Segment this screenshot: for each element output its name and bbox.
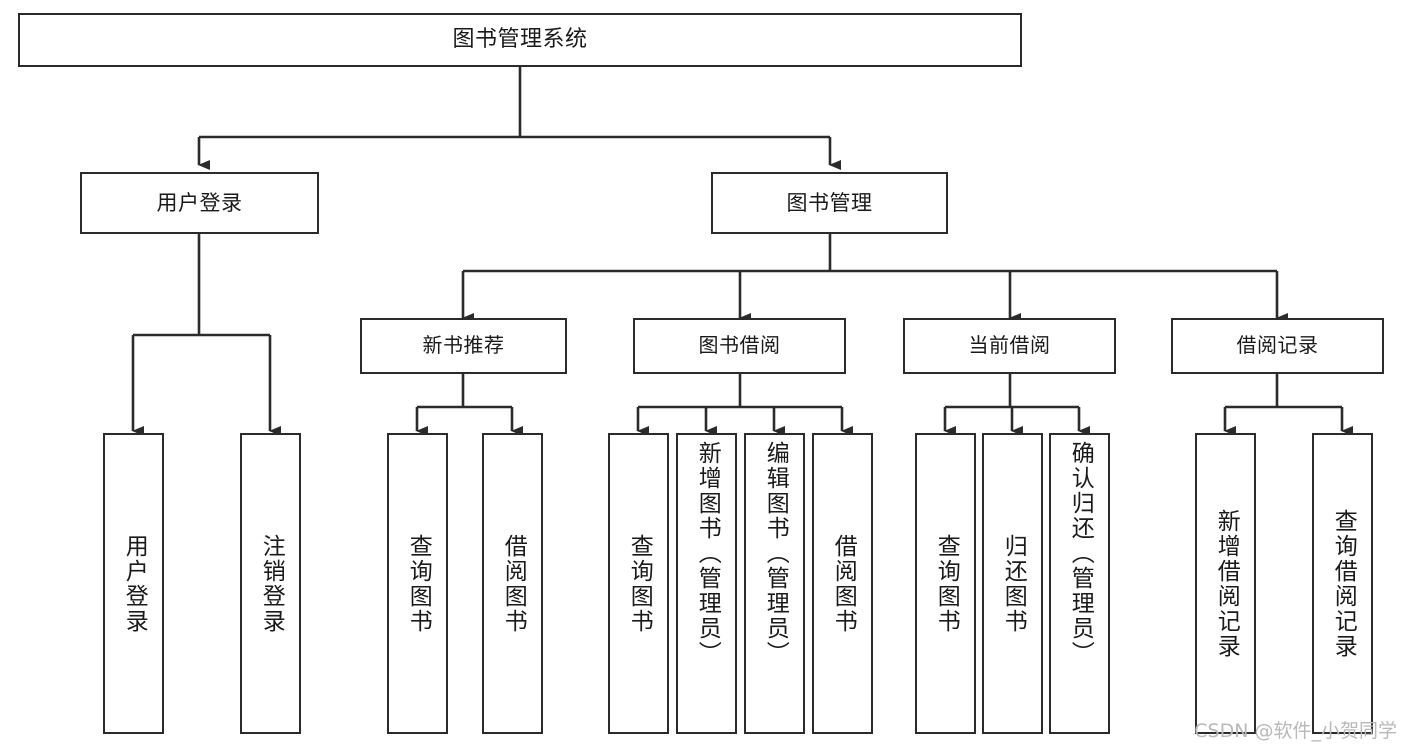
node-book-borrowing[interactable]: 图书借阅	[633, 318, 846, 374]
node-label: 新增借阅记录	[1213, 508, 1240, 659]
leaf-current-query-book[interactable]: 查询图书	[915, 433, 976, 734]
node-current-borrowing[interactable]: 当前借阅	[903, 318, 1116, 374]
node-label: 查询图书	[933, 533, 960, 634]
node-book-management[interactable]: 图书管理	[711, 172, 948, 234]
leaf-record-add-borrow-record[interactable]: 新增借阅记录	[1195, 433, 1256, 734]
node-label: 图书管理	[786, 190, 873, 215]
leaf-borrow-edit-book-admin[interactable]: 编辑图书（管理员）	[744, 433, 805, 734]
node-label: 图书借阅	[698, 333, 781, 358]
leaf-new-book-query-book[interactable]: 查询图书	[387, 433, 448, 734]
leaf-current-confirm-return-admin[interactable]: 确认归还（管理员）	[1049, 433, 1110, 734]
leaf-borrow-query-book[interactable]: 查询图书	[608, 433, 669, 734]
node-label: 查询图书	[626, 533, 653, 634]
node-label: 新增图书（管理员）	[694, 441, 721, 666]
csdn-watermark: CSDN @软件_小贺同学	[1194, 720, 1397, 742]
node-label: 确认归还（管理员）	[1067, 441, 1094, 666]
node-book-management-system[interactable]: 图书管理系统	[18, 13, 1022, 67]
node-label: 新书推荐	[422, 333, 505, 358]
node-borrowing-record[interactable]: 借阅记录	[1171, 318, 1384, 374]
leaf-borrow-borrow-book[interactable]: 借阅图书	[812, 433, 873, 734]
node-label: 图书管理系统	[452, 27, 588, 53]
node-label: 借阅记录	[1236, 333, 1319, 358]
leaf-new-book-borrow-book[interactable]: 借阅图书	[482, 433, 543, 734]
node-user-login[interactable]: 用户登录	[80, 172, 319, 234]
leaf-user-login-logout[interactable]: 注销登录	[240, 433, 301, 734]
node-new-book-recommendation[interactable]: 新书推荐	[360, 318, 567, 374]
node-label: 借阅图书	[500, 533, 527, 634]
node-label: 注销登录	[258, 533, 285, 634]
node-label: 查询借阅记录	[1330, 508, 1357, 659]
leaf-current-return-book[interactable]: 归还图书	[982, 433, 1043, 734]
leaf-borrow-add-book-admin[interactable]: 新增图书（管理员）	[676, 433, 737, 734]
node-label: 归还图书	[1000, 533, 1027, 634]
node-label: 查询图书	[405, 533, 432, 634]
leaf-record-query-borrow-record[interactable]: 查询借阅记录	[1312, 433, 1373, 734]
node-label: 借阅图书	[830, 533, 857, 634]
node-label: 用户登录	[156, 190, 243, 215]
node-label: 用户登录	[121, 533, 148, 634]
leaf-user-login-login[interactable]: 用户登录	[103, 433, 164, 734]
node-label: 当前借阅	[968, 333, 1051, 358]
node-label: 编辑图书（管理员）	[762, 441, 789, 666]
